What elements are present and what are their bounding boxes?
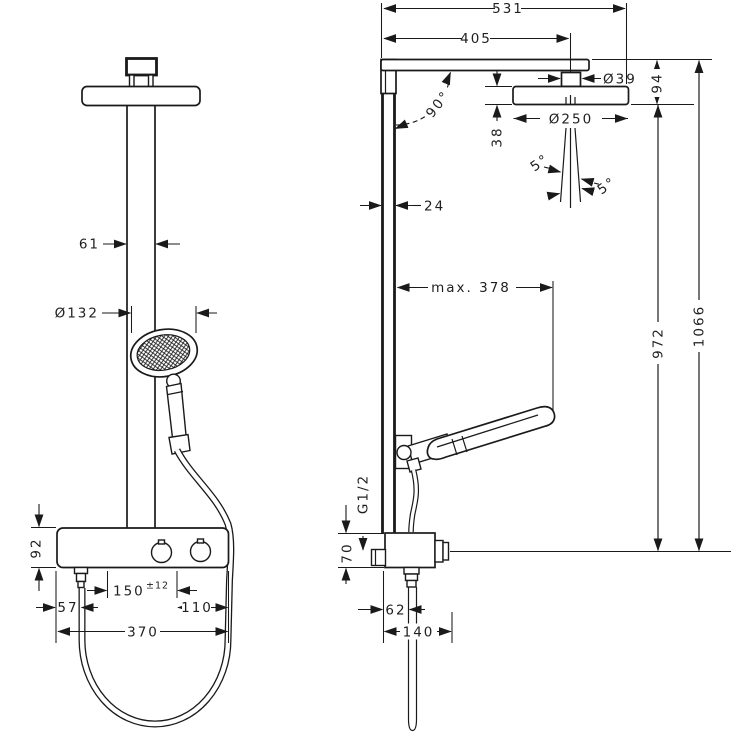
dim-70: 70 — [340, 542, 356, 563]
shelf-knob-left-tab — [157, 539, 166, 545]
dim-57: 57 — [57, 600, 78, 616]
dim-972: 972 — [651, 327, 667, 359]
shower-hose-side-lower — [407, 587, 418, 732]
dim-150-tolerance: ±12 — [146, 581, 169, 592]
spray-lines — [559, 127, 582, 208]
hose-outlet-front — [73, 566, 89, 575]
dim-405: 405 — [460, 31, 492, 47]
thermostat-valve-side — [384, 532, 436, 569]
dim-24: 24 — [424, 199, 445, 215]
dim-61: 61 — [79, 237, 100, 253]
lower-hose-nut-2 — [404, 573, 419, 582]
dim-dia250: Ø250 — [549, 112, 593, 128]
dim-531: 531 — [492, 1, 524, 17]
thermostat-shelf-front — [56, 527, 230, 569]
dim-370: 370 — [127, 625, 159, 641]
valve-knob-front — [442, 541, 450, 561]
dim-max-378: max. 378 — [431, 280, 511, 296]
dim-140: 140 — [403, 625, 435, 641]
head-joint-seam — [451, 438, 458, 456]
dim-150: 150 — [113, 584, 145, 600]
spray-angle-left: 5° — [527, 151, 552, 175]
dim-110: 110 — [181, 600, 213, 616]
head-joint-seam — [461, 435, 468, 453]
side-view — [370, 33, 630, 732]
connector-leg-left — [128, 74, 135, 88]
overhead-shower-front — [81, 85, 201, 107]
hand-shower-spray-face — [136, 334, 191, 372]
head-connector-side — [560, 71, 582, 88]
shelf-knob-right — [189, 540, 212, 563]
thread-g12: G1/2 — [356, 474, 372, 514]
hand-shower-handle-front — [165, 382, 187, 439]
head-face-seam — [436, 414, 539, 448]
spray-angle-right: 5° — [594, 174, 619, 198]
shelf-knob-right-tab — [196, 538, 205, 544]
dim-94: 94 — [650, 72, 666, 93]
handle-seam — [167, 390, 184, 396]
holder-pivot — [396, 444, 412, 461]
hose-nut-front — [168, 433, 191, 455]
valve-knob-base — [434, 539, 444, 563]
shelf-knob-left — [150, 541, 173, 564]
dim-38: 38 — [490, 126, 506, 147]
hand-shower-side — [394, 405, 556, 473]
shower-arm-side — [380, 58, 590, 72]
hose-outlet-nut — [75, 572, 87, 583]
dim-dia132: Ø132 — [55, 306, 99, 322]
dim-dia39: Ø39 — [603, 72, 637, 88]
hand-shower-head-side — [426, 405, 556, 461]
dim-1066: 1066 — [692, 305, 708, 347]
lower-hose-nut-3 — [406, 579, 417, 588]
front-view — [56, 57, 235, 728]
hose-nut-side — [406, 457, 422, 473]
dim-92: 92 — [29, 537, 45, 558]
ceiling-connector-front — [125, 57, 158, 77]
connector-leg-right — [147, 74, 154, 88]
lower-hose-nut-1 — [403, 566, 420, 575]
hose-outlet-tip — [77, 580, 85, 589]
dim-62: 62 — [385, 603, 406, 619]
hand-shower-front — [129, 328, 199, 455]
wall-supply-stub — [370, 548, 387, 567]
